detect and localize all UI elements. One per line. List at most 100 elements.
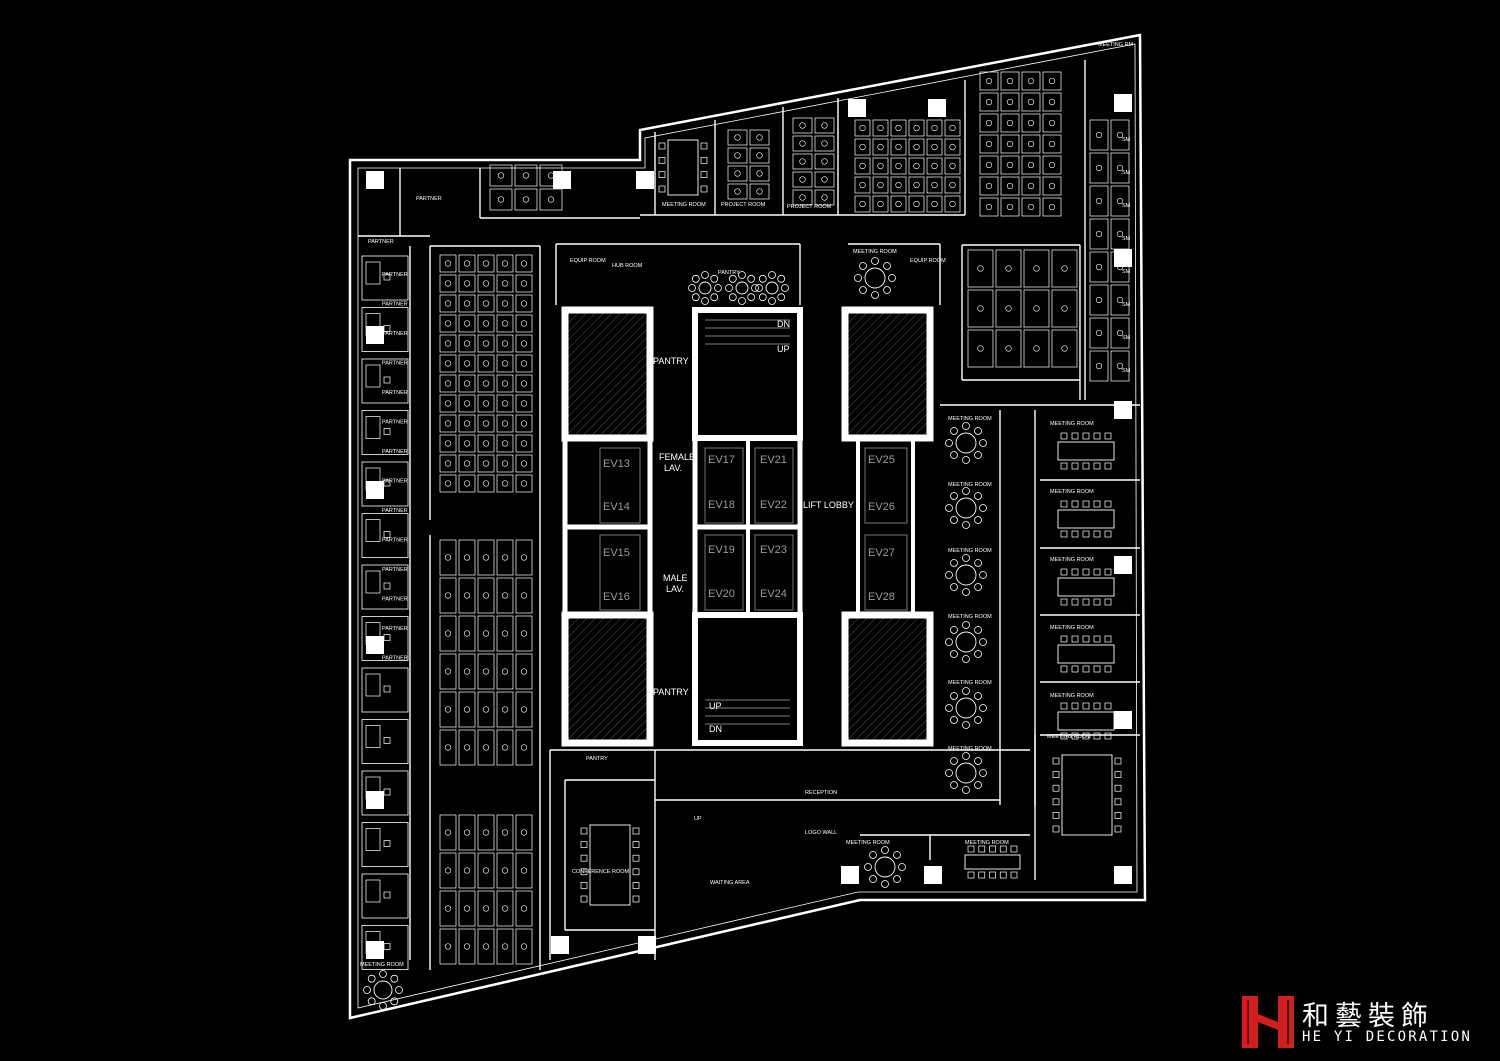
- chair: [482, 592, 490, 599]
- desk: [1089, 251, 1109, 283]
- room-label-meeting-right: MEETING ROOM: [948, 548, 992, 554]
- room-label-partner: PARTNER: [382, 361, 408, 367]
- room-label-waiting: WAITING AREA: [710, 880, 750, 886]
- workstation: [477, 852, 495, 889]
- desk: [477, 374, 495, 393]
- column: [1114, 401, 1132, 419]
- desk: [1021, 176, 1041, 196]
- room-label-sm: SM: [1122, 335, 1131, 341]
- chair: [1114, 798, 1122, 806]
- partner-office-outline: [361, 307, 409, 352]
- desk: [458, 928, 476, 965]
- chair: [520, 300, 528, 307]
- workstation: [926, 176, 943, 194]
- column: [366, 481, 384, 499]
- room-label-partner: PARTNER: [382, 331, 408, 337]
- table-top: [1061, 754, 1113, 836]
- chair: [978, 845, 986, 853]
- workstation: [979, 134, 999, 154]
- desk: [365, 725, 381, 748]
- desk: [890, 195, 907, 213]
- workstation: [814, 189, 835, 206]
- chair: [945, 769, 953, 777]
- chair: [714, 284, 722, 292]
- table-top: [1057, 711, 1115, 731]
- chair: [1052, 812, 1060, 819]
- partner-office: [361, 667, 409, 713]
- chair: [632, 895, 640, 903]
- chair: [444, 744, 452, 751]
- round-table: [363, 970, 403, 1010]
- chair: [1082, 732, 1090, 740]
- chair: [501, 554, 509, 561]
- chair: [522, 196, 530, 203]
- workstation: [995, 329, 1022, 368]
- long-table: [1057, 432, 1115, 470]
- desk: [496, 434, 514, 453]
- chair: [1082, 702, 1090, 710]
- chair: [747, 274, 756, 283]
- chair: [1082, 462, 1090, 470]
- workstation: [515, 414, 533, 433]
- workstation: [515, 254, 533, 273]
- workstation: [477, 814, 495, 851]
- workstation-clusters: [439, 71, 1130, 965]
- desk: [944, 157, 961, 175]
- desk: [458, 615, 476, 652]
- workstation: [1000, 134, 1020, 154]
- room-label-pantry-bottom: PANTRY: [586, 756, 608, 762]
- chair: [444, 668, 452, 675]
- chair: [1060, 702, 1068, 710]
- core-label-pantry-upper: PANTRY: [653, 356, 689, 366]
- chair: [999, 845, 1007, 853]
- chair: [1048, 161, 1056, 169]
- chair: [881, 880, 889, 888]
- chair: [580, 827, 588, 835]
- structural-columns: [366, 94, 1132, 959]
- desk: [854, 176, 871, 194]
- chair: [734, 134, 741, 141]
- ev-label-20: EV20: [708, 588, 735, 600]
- workstation: [872, 157, 889, 175]
- partner-office-outline: [361, 770, 409, 816]
- chair: [1082, 530, 1090, 538]
- chair: [1033, 265, 1040, 272]
- partner-office: [361, 822, 409, 867]
- workstation: [458, 434, 476, 453]
- workstation: [515, 577, 533, 614]
- chair: [444, 260, 452, 267]
- workstation: [1051, 289, 1078, 328]
- workstation: [477, 454, 495, 473]
- workstation: [1051, 329, 1078, 368]
- chair: [520, 280, 528, 287]
- column: [848, 99, 866, 117]
- chair: [1061, 265, 1068, 272]
- chair: [755, 284, 763, 292]
- desk: [458, 334, 476, 353]
- workstation: [439, 294, 457, 313]
- long-table: [964, 845, 1021, 879]
- chair: [1052, 771, 1060, 778]
- desk: [908, 195, 925, 213]
- ev-label-21: EV21: [760, 454, 787, 466]
- chair: [1048, 182, 1056, 190]
- chair: [821, 194, 828, 201]
- workstation: [439, 814, 457, 851]
- chair: [580, 882, 588, 889]
- workstation: [749, 147, 770, 164]
- workstation: [814, 117, 835, 134]
- chair: [1005, 265, 1012, 272]
- chair: [383, 531, 391, 538]
- chair: [1060, 665, 1068, 673]
- chair: [383, 634, 391, 641]
- chair: [522, 172, 530, 179]
- desk: [496, 852, 514, 889]
- chair: [1104, 462, 1112, 470]
- chair: [482, 943, 490, 950]
- chair: [463, 480, 471, 487]
- long-table: [658, 139, 708, 196]
- chair: [950, 692, 958, 700]
- chair: [871, 291, 879, 299]
- chair: [738, 297, 746, 305]
- room-label-meeting-right: MEETING ROOM: [948, 614, 992, 620]
